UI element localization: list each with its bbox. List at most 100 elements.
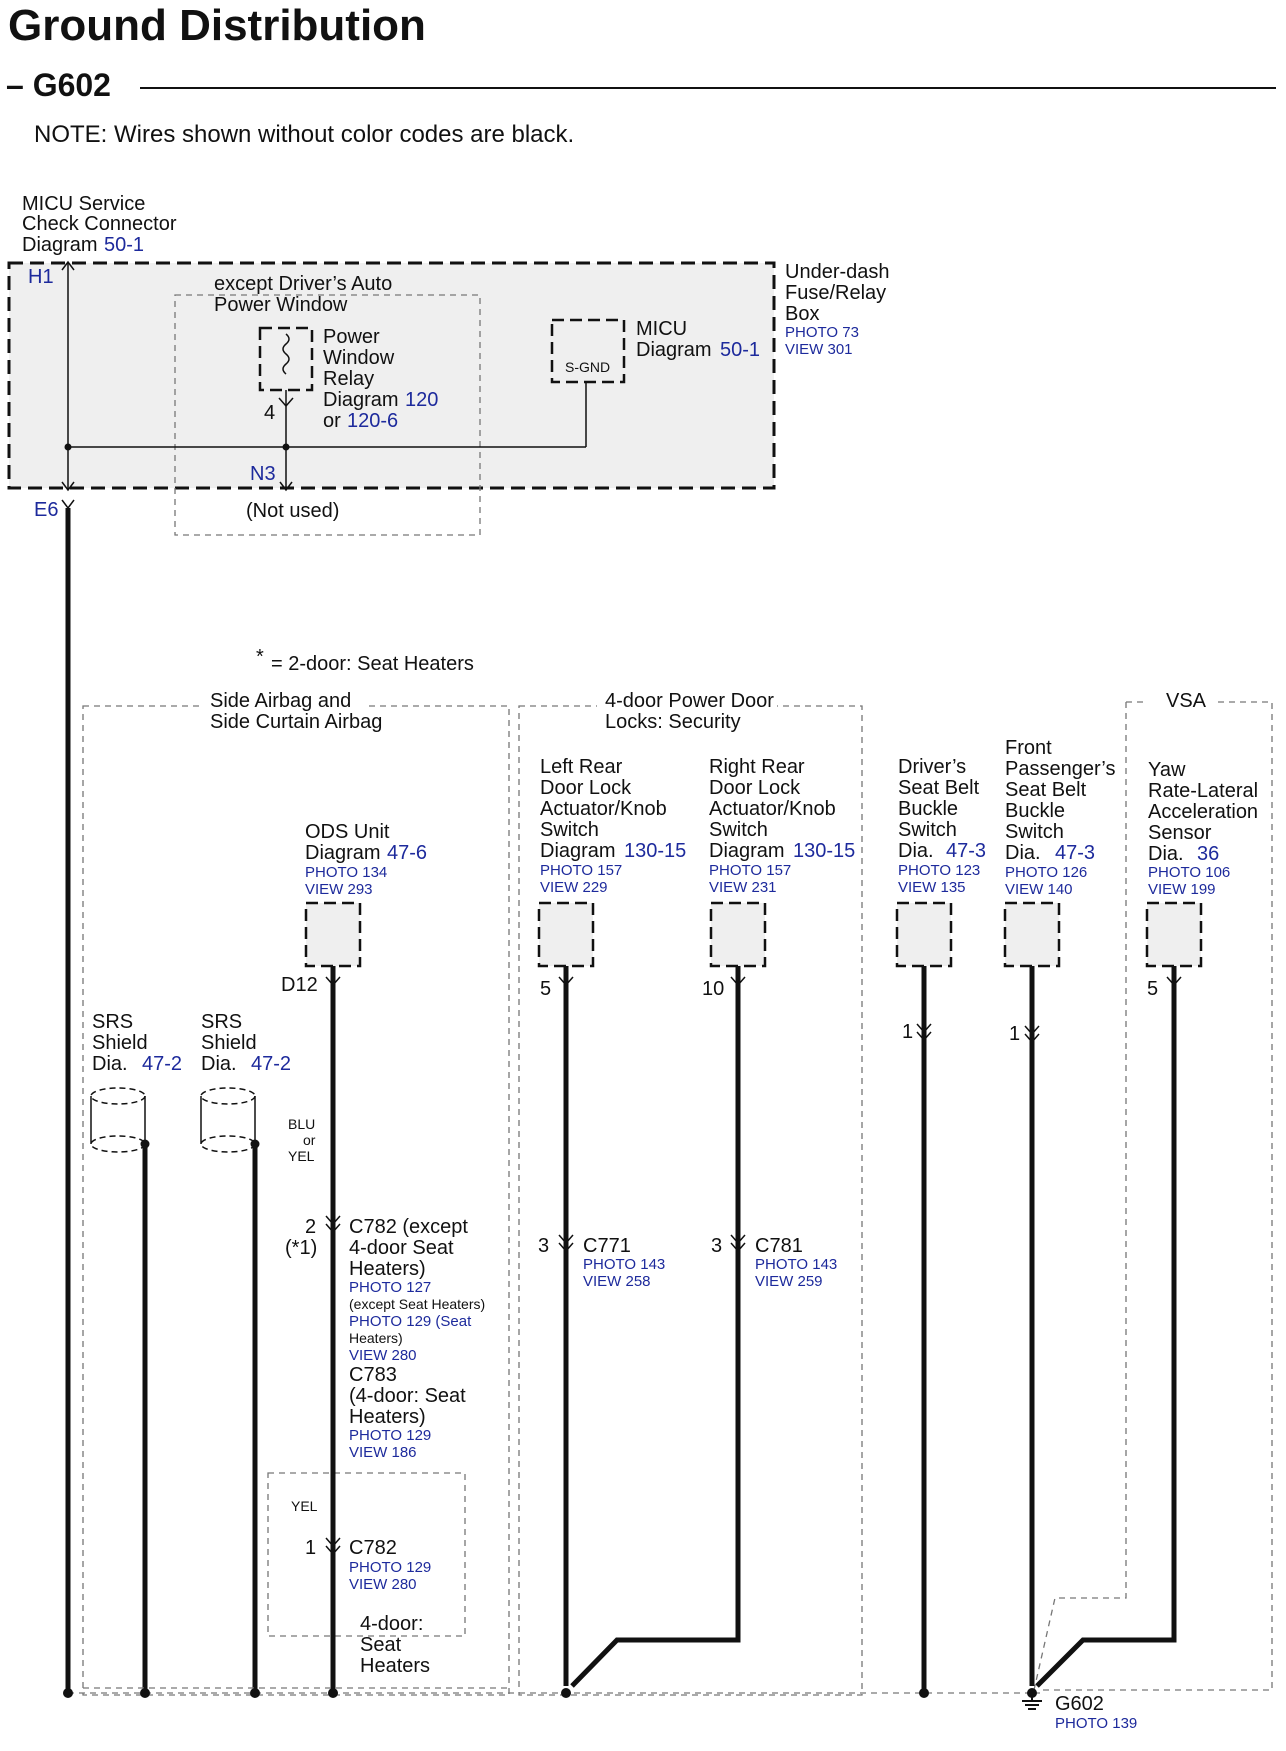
seat-heater-label: 4-door: Seat Heaters: [360, 1613, 430, 1677]
driver-belt-pin: 1: [902, 1021, 913, 1043]
svg-text:47-3: 47-3: [1055, 842, 1095, 864]
label-mask: [200, 700, 368, 712]
shield-drain-dot: [250, 1139, 260, 1149]
svg-text:120-6: 120-6: [347, 410, 398, 432]
relay-label: Power Window Relay Diagram 120 or 120-6: [323, 326, 438, 432]
footnote-star: *: [256, 646, 264, 668]
svg-text:C771: C771: [583, 1235, 631, 1257]
ods-pin: D12: [281, 974, 318, 996]
passenger-belt-connector-icon: [1024, 1025, 1040, 1044]
c782b-connector-icon: [325, 1537, 341, 1556]
svg-text:Actuator/Knob: Actuator/Knob: [540, 798, 667, 820]
except-label-1: except Driver’s Auto: [214, 273, 392, 295]
svg-text:PHOTO 106: PHOTO 106: [1148, 864, 1230, 881]
svg-text:Sensor: Sensor: [1148, 822, 1212, 844]
svg-text:PHOTO 143: PHOTO 143: [583, 1256, 665, 1273]
svg-text:VIEW 231: VIEW 231: [709, 879, 777, 896]
yel-wire-color: YEL: [291, 1498, 318, 1514]
ods-wire-color: BLU or YEL: [288, 1116, 316, 1164]
vsa-group-region: [1033, 701, 1273, 1691]
svg-text:4-door:: 4-door:: [360, 1613, 423, 1635]
svg-text:VIEW 258: VIEW 258: [583, 1273, 651, 1290]
svg-text:Heaters: Heaters: [360, 1655, 430, 1677]
svg-text:VIEW 199: VIEW 199: [1148, 881, 1216, 898]
svg-text:Dia.: Dia.: [898, 840, 934, 862]
svg-text:VIEW 280: VIEW 280: [349, 1576, 417, 1593]
svg-text:Door Lock: Door Lock: [709, 777, 801, 799]
ground-photo: PHOTO 139: [1055, 1715, 1137, 1732]
svg-text:Power: Power: [323, 326, 380, 348]
yaw-sensor-label: Yaw Rate-Lateral Acceleration Sensor Dia…: [1148, 759, 1258, 898]
svg-text:Shield: Shield: [201, 1032, 257, 1054]
svg-text:(except Seat Heaters): (except Seat Heaters): [349, 1296, 485, 1312]
c771-pin: 3: [538, 1235, 549, 1257]
c782-label: C782 (except 4-door Seat Heaters) PHOTO …: [349, 1216, 485, 1364]
svg-text:Heaters): Heaters): [349, 1406, 426, 1428]
svg-text:C782 (except: C782 (except: [349, 1216, 468, 1238]
color-note: NOTE: Wires shown without color codes ar…: [34, 121, 574, 148]
svg-text:Diagram: Diagram: [323, 389, 399, 411]
svg-text:PHOTO 73: PHOTO 73: [785, 324, 859, 341]
ground-splice-dot: [63, 1688, 73, 1698]
micu-check-ref[interactable]: 50-1: [104, 234, 144, 256]
splice-dot: [282, 443, 290, 451]
svg-text:MICU Service: MICU Service: [22, 193, 145, 215]
locks-group-region: [518, 705, 863, 1696]
ground-splice-dot: [919, 1688, 929, 1698]
svg-text:Dia.: Dia.: [201, 1053, 237, 1075]
svg-text:Window: Window: [323, 347, 395, 369]
svg-text:VIEW 280: VIEW 280: [349, 1347, 417, 1364]
svg-text:Diagram: Diagram: [709, 840, 785, 862]
yaw-connector-icon: [1166, 976, 1182, 987]
svg-text:Door Lock: Door Lock: [540, 777, 632, 799]
svg-text:120: 120: [405, 389, 438, 411]
svg-text:C782: C782: [349, 1537, 397, 1559]
srs-shield-2-icon: [200, 1087, 256, 1153]
right-rear-lock-pin: 10: [702, 978, 724, 1000]
h1-arrow-icon: [61, 260, 75, 271]
e6-connector-icon: [61, 499, 75, 510]
footnote-text: = 2-door: Seat Heaters: [271, 653, 474, 675]
svg-text:PHOTO 134: PHOTO 134: [305, 864, 387, 881]
svg-text:Passenger’s: Passenger’s: [1005, 758, 1115, 780]
svg-text:PHOTO 129: PHOTO 129: [349, 1559, 431, 1576]
svg-text:Switch: Switch: [898, 819, 957, 841]
yaw-sensor-wire: [1035, 966, 1177, 1688]
ods-unit: [304, 901, 362, 968]
except-region: [174, 294, 481, 536]
ground-symbol-icon: [1022, 1693, 1042, 1710]
ground-splice-dot: [250, 1688, 260, 1698]
fuse-box-label: Under-dash Fuse/Relay Box PHOTO 73 VIEW …: [785, 261, 890, 358]
driver-belt-connector-icon: [916, 1023, 932, 1042]
c781-label: C781 PHOTO 143 VIEW 259: [755, 1235, 837, 1290]
svg-text:PHOTO 123: PHOTO 123: [898, 862, 980, 879]
svg-text:VIEW 301: VIEW 301: [785, 341, 853, 358]
svg-text:PHOTO 157: PHOTO 157: [709, 862, 791, 879]
svg-text:Fuse/Relay: Fuse/Relay: [785, 282, 886, 304]
left-rear-lock-label: Left Rear Door Lock Actuator/Knob Switch…: [540, 756, 686, 896]
n3-arrow-icon: [279, 481, 293, 492]
under-dash-fuse-box: [7, 261, 776, 490]
ground-name: G602: [1055, 1693, 1104, 1715]
pin-4: 4: [264, 402, 275, 424]
relay-coil-icon: [282, 333, 290, 375]
right-rear-lock-wire: [570, 966, 741, 1688]
svg-text:47-2: 47-2: [251, 1053, 291, 1075]
left-rear-lock-actuator: [537, 901, 595, 968]
svg-text:Buckle: Buckle: [1005, 800, 1065, 822]
svg-text:BLU: BLU: [288, 1116, 315, 1132]
svg-text:Heaters): Heaters): [349, 1258, 426, 1280]
svg-text:Driver’s: Driver’s: [898, 756, 966, 778]
locks-group-label-2: Locks: Security: [605, 711, 741, 733]
ground-subtitle: – G602: [6, 67, 111, 103]
power-window-relay: [258, 326, 314, 392]
svg-text:SRS: SRS: [92, 1011, 133, 1033]
srs-shield-1-label: SRS Shield Dia. 47-2: [92, 1011, 182, 1075]
yaw-sensor-pin: 5: [1147, 978, 1158, 1000]
svg-text:PHOTO 143: PHOTO 143: [755, 1256, 837, 1273]
svg-text:MICU: MICU: [636, 318, 687, 340]
svg-text:Switch: Switch: [540, 819, 599, 841]
svg-text:ODS Unit: ODS Unit: [305, 821, 390, 843]
svg-text:Yaw: Yaw: [1148, 759, 1186, 781]
svg-text:(4-door: Seat: (4-door: Seat: [349, 1385, 466, 1407]
